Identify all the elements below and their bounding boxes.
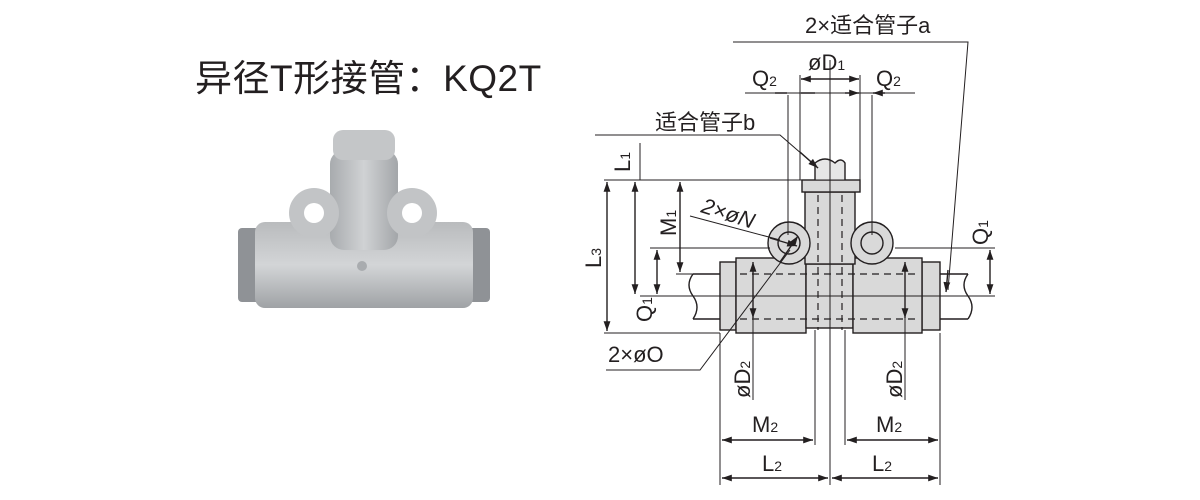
- label-m1: M1: [656, 210, 681, 236]
- label-o: 2×øO: [608, 342, 664, 367]
- label-d1: øD1: [808, 50, 845, 75]
- label-d2-right: øD2: [882, 361, 907, 398]
- label-d2-left: øD2: [730, 361, 755, 398]
- product-photo: [238, 130, 490, 308]
- label-n: 2×øN: [698, 193, 759, 234]
- label-l3: L3: [581, 248, 606, 268]
- label-m2-right: M2: [876, 412, 902, 437]
- label-l2-right: L2: [872, 451, 892, 476]
- page-title: 异径T形接管：KQ2T: [195, 58, 542, 99]
- label-m2-left: M2: [752, 412, 778, 437]
- label-l2-left: L2: [762, 451, 782, 476]
- label-q2-left: Q2: [752, 66, 777, 91]
- technical-drawing: [595, 41, 995, 485]
- label-q2-right: Q2: [876, 66, 901, 91]
- label-tube-b: 适合管子b: [655, 110, 755, 135]
- label-tube-a: 2×适合管子a: [805, 13, 931, 38]
- label-l1: L1: [610, 152, 635, 172]
- label-q1-right: Q1: [968, 220, 993, 245]
- label-q1-left: Q1: [632, 297, 657, 322]
